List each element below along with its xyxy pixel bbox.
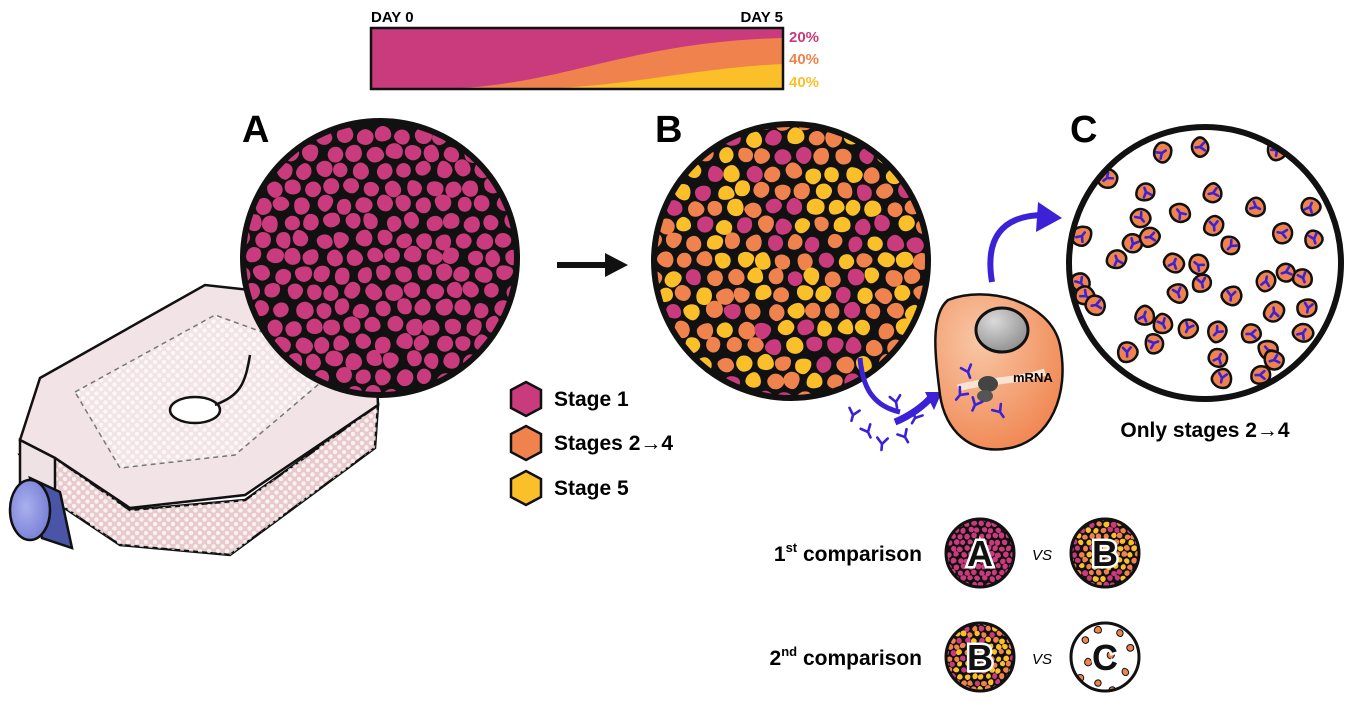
legend-swatch-stage5 (509, 469, 543, 507)
comparison-1-vs: VS (1032, 547, 1052, 564)
labeling-diagram: mRNA (848, 202, 1064, 452)
culture-flask-icon (8, 283, 380, 557)
comparison-1-left: A (967, 533, 993, 574)
comparison-2-right: C (1092, 637, 1118, 678)
comparison-2-left: B (967, 637, 993, 678)
panel-c-caption: Only stages 2→4 (1120, 419, 1290, 442)
panel-label-c: C (1070, 109, 1097, 151)
legend-swatch-stage1 (509, 380, 543, 418)
timeline-day-end: DAY 5 (740, 9, 783, 26)
panel-a: A (240, 109, 520, 398)
legend-label-stage5: Stage 5 (554, 477, 629, 500)
comparison-2-label: 2nd comparison (770, 644, 922, 670)
cell-icon: mRNA (934, 293, 1064, 451)
timeline-percent-stage24: 40% (789, 51, 819, 68)
antibody-icon (848, 393, 924, 452)
legend-label-stage24: Stages 2→4 (554, 432, 673, 455)
right-arrow-icon (557, 253, 628, 277)
panel-label-b: B (655, 109, 682, 151)
panel-label-a: A (242, 109, 269, 151)
timeline-bar: DAY 0 DAY 5 20% 40% 40% (369, 9, 819, 91)
timeline-day-start: DAY 0 (371, 9, 414, 26)
timeline-percent-stage1: 20% (789, 29, 819, 46)
legend-swatch-stage24 (509, 424, 543, 462)
comparison-2: 2nd comparison B VS C (770, 621, 1141, 693)
timeline-percent-stage5: 40% (789, 74, 819, 91)
legend-label-stage1: Stage 1 (554, 388, 629, 411)
comparison-2-vs: VS (1032, 651, 1052, 668)
comparison-1-label: 1st comparison (774, 540, 922, 566)
comparison-1-right: B (1092, 533, 1118, 574)
comparison-1: 1st comparison A VS B (774, 517, 1141, 589)
legend: Stage 1 Stages 2→4 Stage 5 (509, 380, 673, 507)
mrna-label: mRNA (1013, 370, 1053, 385)
panel-c: C Only stages 2→4 (1066, 109, 1344, 442)
panel-b: B (651, 109, 931, 401)
